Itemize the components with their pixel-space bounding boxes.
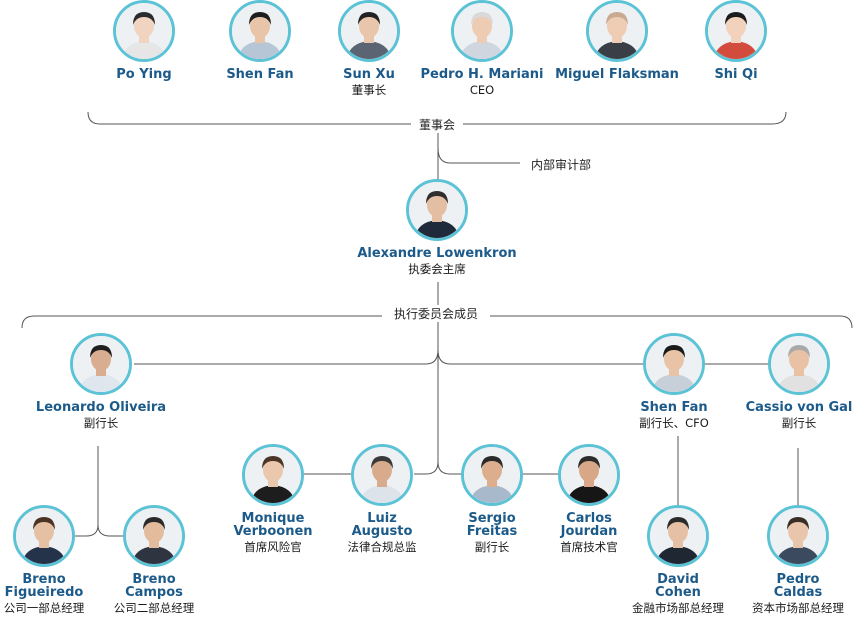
person-name: Shen Fan — [640, 400, 708, 415]
board-member-miguel-flaksman: Miguel Flaksman — [542, 0, 692, 83]
person-role: 首席风险官 — [244, 540, 302, 554]
vp-shen-fan: Shen Fan 副行长、CFO — [599, 333, 749, 430]
exec-committee-label: 执行委员会成员 — [381, 305, 491, 322]
manager-pedro-caldas: Pedro Caldas 资本市场部总经理 — [723, 505, 854, 615]
portrait-icon — [116, 3, 172, 59]
portrait-icon — [770, 508, 826, 564]
avatar — [768, 333, 830, 395]
officer-carlos-jourdan: Carlos Jourdan 首席技术官 — [514, 444, 664, 554]
person-role: 执委会主席 — [408, 262, 466, 276]
person-name: Monique Verboonen — [233, 511, 313, 539]
officers-branch-center — [414, 461, 462, 475]
person-name: Shi Qi — [714, 67, 758, 82]
board-member-po-ying: Po Ying — [69, 0, 219, 83]
avatar — [123, 505, 185, 567]
officer-sergio-freitas: Sergio Freitas 副行长 — [417, 444, 567, 554]
person-role: CEO — [469, 83, 495, 97]
portrait-icon — [341, 3, 397, 59]
avatar — [647, 505, 709, 567]
person-name: Breno Figueiredo — [4, 572, 84, 600]
portrait-icon — [245, 447, 301, 503]
person-name: Leonardo Oliveira — [35, 400, 167, 415]
avatar — [242, 444, 304, 506]
person-role: 董事长 — [351, 83, 387, 97]
vp-left-branch — [134, 349, 439, 365]
leonardo-subordinate-left — [74, 524, 99, 537]
portrait-icon — [771, 336, 827, 392]
avatar — [70, 333, 132, 395]
portrait-icon — [708, 3, 764, 59]
person-role: 副行长、CFO — [639, 416, 709, 430]
portrait-icon — [73, 336, 129, 392]
person-name: Luiz Augusto — [351, 511, 413, 539]
avatar — [461, 444, 523, 506]
person-role: 副行长 — [781, 416, 817, 430]
person-name: Pedro Caldas — [773, 572, 823, 600]
person-role: 副行长 — [83, 416, 119, 430]
board-member-pedro-mariani: Pedro H. Mariani CEO — [407, 0, 557, 97]
board-member-shen-fan: Shen Fan — [185, 0, 335, 83]
person-name: Shen Fan — [226, 67, 294, 82]
person-name: Carlos Jourdan — [560, 511, 618, 539]
person-role: 副行长 — [474, 540, 510, 554]
person-role: 金融市场部总经理 — [632, 601, 724, 615]
portrait-icon — [561, 447, 617, 503]
officer-luiz-augusto: Luiz Augusto 法律合规总监 — [307, 444, 457, 554]
person-role: 首席技术官 — [560, 540, 618, 554]
portrait-icon — [464, 447, 520, 503]
avatar — [338, 0, 400, 62]
avatar — [113, 0, 175, 62]
portrait-icon — [126, 508, 182, 564]
person-role: 资本市场部总经理 — [752, 601, 844, 615]
person-name: Cassio von Gal — [745, 400, 853, 415]
vp-leonardo-oliveira: Leonardo Oliveira 副行长 — [26, 333, 176, 430]
vp-cassio-von-gal: Cassio von Gal 副行长 — [724, 333, 854, 430]
avatar — [13, 505, 75, 567]
manager-breno-figueiredo: Breno Figueiredo 公司一部总经理 — [0, 505, 119, 615]
person-name: Pedro H. Mariani — [420, 67, 544, 82]
manager-david-cohen: David Cohen 金融市场部总经理 — [603, 505, 753, 615]
audit-branch-line — [437, 147, 520, 164]
person-name: Miguel Flaksman — [555, 67, 679, 82]
person-name: Po Ying — [116, 67, 172, 82]
portrait-icon — [646, 336, 702, 392]
person-role: 公司二部总经理 — [113, 601, 195, 615]
avatar — [229, 0, 291, 62]
board-member-shi-qi: Shi Qi — [661, 0, 811, 83]
board-member-sun-xu: Sun Xu 董事长 — [294, 0, 444, 97]
portrait-icon — [454, 3, 510, 59]
person-name: Sun Xu — [343, 67, 395, 82]
person-role: 公司一部总经理 — [3, 601, 85, 615]
avatar — [406, 179, 468, 241]
avatar — [643, 333, 705, 395]
avatar — [586, 0, 648, 62]
avatar — [451, 0, 513, 62]
audit-label: 内部审计部 — [522, 156, 600, 173]
officer-monique-verboonen: Monique Verboonen 首席风险官 — [198, 444, 348, 554]
manager-breno-campos: Breno Campos 公司二部总经理 — [79, 505, 229, 615]
avatar — [351, 444, 413, 506]
vp-right-branch — [437, 349, 769, 365]
portrait-icon — [232, 3, 288, 59]
person-name: Alexandre Lowenkron — [357, 246, 517, 261]
portrait-icon — [589, 3, 645, 59]
person-role: 法律合规总监 — [347, 540, 417, 554]
chairman: Alexandre Lowenkron 执委会主席 — [347, 179, 527, 276]
avatar — [558, 444, 620, 506]
portrait-icon — [16, 508, 72, 564]
avatar — [767, 505, 829, 567]
person-name: Breno Campos — [125, 572, 183, 600]
person-name: David Cohen — [655, 572, 701, 600]
avatar — [705, 0, 767, 62]
portrait-icon — [354, 447, 410, 503]
person-name: Sergio Freitas — [466, 511, 518, 539]
portrait-icon — [409, 182, 465, 238]
portrait-icon — [650, 508, 706, 564]
board-label: 董事会 — [410, 116, 464, 133]
